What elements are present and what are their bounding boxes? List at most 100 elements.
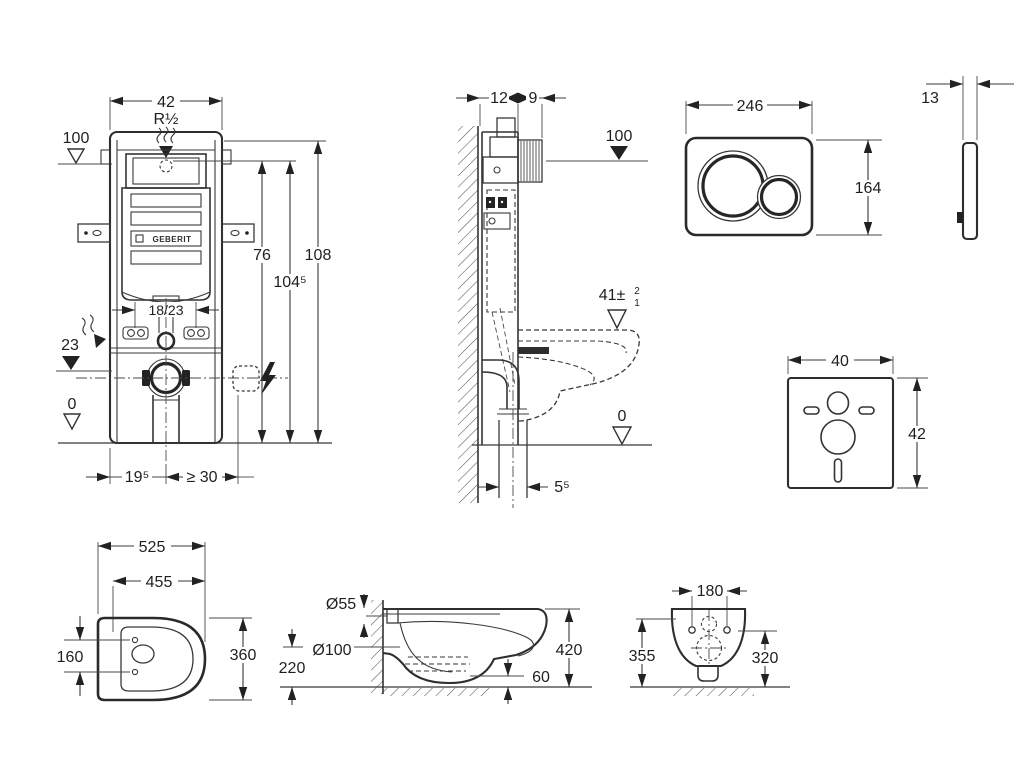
inlet-point: [159, 159, 173, 173]
geberit-logo-icon: [135, 234, 144, 243]
electrical-provision: [232, 362, 276, 395]
datum-level-0: 0: [62, 396, 82, 431]
dim-18-23: 18/23: [148, 302, 183, 318]
flush-duct: [517, 139, 543, 183]
cistern-front-view: 100 42 R½ GEBERIT: [56, 93, 334, 486]
outlet-stub: [697, 666, 719, 682]
datum-level-100: 100: [58, 130, 112, 165]
dim-inlet-dia: Ø55: [326, 596, 356, 613]
seat-inner-line: [396, 620, 534, 657]
dim-depth-12: 12: [490, 90, 508, 107]
dim-depths: 12 9: [456, 90, 566, 138]
plate-profile: [961, 141, 979, 241]
wall-hatch: [458, 126, 478, 503]
wc-dashed-outline: [517, 329, 640, 422]
dim-plate-width: 246: [737, 98, 764, 115]
dim-hole-to-front: 455: [146, 574, 173, 591]
dim-height-76: 76: [253, 247, 271, 264]
bowl-inner-line: [399, 622, 453, 673]
dim-level-0-side: 0: [618, 408, 627, 425]
dim-level-23: 23: [61, 337, 79, 354]
dim-bottom-clearance: 60: [532, 669, 550, 686]
dim-mat-height: 42: [908, 426, 926, 443]
panel-slot: [130, 211, 202, 226]
inlet-arrow-icon: [159, 146, 173, 158]
fixing-hole: [131, 636, 139, 644]
dim-plate-height: 164: [855, 180, 882, 197]
flush-duct-hint: [81, 314, 106, 348]
dim-anchor-spacing: 18/23: [112, 302, 219, 328]
dim-5-5: 5⁵: [554, 479, 570, 496]
bowl-profile: [382, 607, 548, 685]
dim-height-back: 355: [629, 648, 656, 665]
floor-hatch: [383, 688, 489, 696]
dim-level-0: 0: [68, 396, 77, 413]
wc-side-view: Ø55 Ø100 220 420 60: [279, 594, 592, 705]
logo-plate: [130, 230, 202, 247]
cistern-dashed: [486, 189, 516, 313]
dim-outlet-height: 220: [279, 660, 306, 677]
fixing-hole: [131, 668, 139, 676]
dim-wc-length: 525: [139, 539, 166, 556]
mat-slot-left: [803, 406, 820, 415]
dim-total-height: 420: [556, 642, 583, 659]
flush-plate: [684, 136, 814, 237]
big-flush-button[interactable]: [697, 150, 769, 222]
dim-rim-41: 41±: [599, 287, 626, 304]
fixing-hole: [723, 626, 731, 634]
inlet-pipe-section: [386, 608, 399, 624]
dim-plate-thickness: 13: [921, 90, 939, 107]
dim-wc-width: 360: [230, 647, 257, 664]
dim-level-100: 100: [63, 130, 90, 147]
dim-heights: 76 104⁵ 108: [173, 140, 334, 443]
inlet-stub: [496, 117, 516, 138]
datum-rim-height: 41± 2 1: [599, 286, 640, 330]
mat-hole-top: [826, 391, 850, 415]
dim-height-104: 104⁵: [273, 274, 306, 291]
bowl-outline: [96, 616, 207, 702]
fixing-hole: [688, 626, 696, 634]
datum-triangle-open: [66, 148, 86, 165]
dim-mat-width: 40: [831, 353, 849, 370]
mat-hole-center: [820, 419, 856, 455]
concealed-cistern: GEBERIT: [121, 153, 211, 333]
datum-level-100-side: 100: [546, 128, 648, 162]
datum-level-0-side: 0: [611, 408, 633, 446]
drain-oval: [131, 644, 155, 664]
wc-front-view: 180 355 320: [624, 583, 790, 696]
insulation-mat-view: 40 42: [786, 352, 931, 490]
drain-elbow: [481, 352, 529, 508]
dashed-box: [232, 365, 260, 392]
mat-slot-right: [858, 406, 875, 415]
floor-hatch: [672, 688, 754, 696]
wall-brackets: [77, 223, 255, 243]
dim-outlet-dia: Ø100: [312, 642, 351, 659]
dim-hole-spacing-180: 180: [697, 583, 724, 600]
flush-plate-front-view: 246 164: [684, 97, 887, 237]
dim-height-108: 108: [305, 247, 332, 264]
seat-outline: [120, 626, 194, 692]
dim-height-front: 320: [752, 650, 779, 667]
shared-arrowheads: [506, 92, 530, 104]
flush-plate-side-view: 13: [921, 76, 1014, 241]
dim-rim-tol-minus: 1: [634, 298, 640, 309]
panel-slot: [130, 193, 202, 208]
drain-outlet: [76, 298, 288, 466]
dim-offset-19-5: 19⁵: [125, 469, 149, 486]
arrow-icon: [94, 334, 106, 348]
dim-level-100-side: 100: [606, 128, 633, 145]
bowl-front-outline: [670, 607, 747, 668]
water-supply-icon: [156, 126, 176, 158]
datum-level-23: 23: [56, 337, 112, 372]
wc-top-view: 525 455 160 360: [51, 538, 262, 702]
dim-width-42: 42: [157, 94, 175, 111]
dim-min-30: ≥ 30: [186, 469, 217, 486]
insulation-mat: [786, 376, 895, 490]
mounting-bar: [518, 347, 549, 354]
frame-profile: [481, 117, 543, 445]
dim-hole-spacing-160: 160: [57, 649, 84, 666]
inlet-thread-label: R½: [154, 111, 179, 128]
dim-depth-9: 9: [529, 90, 538, 107]
